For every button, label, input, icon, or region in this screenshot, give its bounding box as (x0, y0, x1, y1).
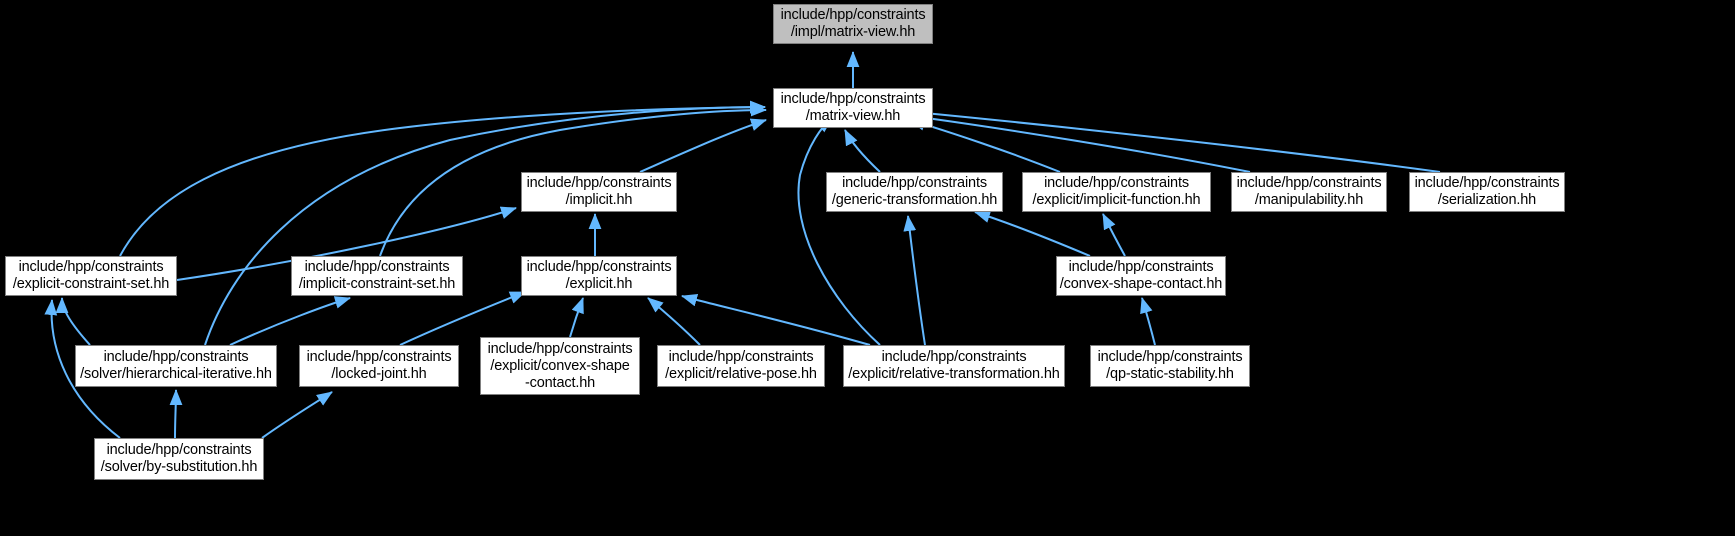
graph-edge-explicit-relative-pose-to-explicit (647, 297, 701, 346)
node-label-line: include/hpp/constraints (1236, 175, 1382, 191)
node-label-line: /solver/hierarchical-iterative.hh (80, 366, 272, 382)
graph-node-generic-transformation[interactable]: include/hpp/constraints/generic-transfor… (826, 172, 1003, 212)
graph-edge-convex-shape-contact-to-generic-transformation (974, 210, 1091, 257)
graph-edge-convex-shape-contact-to-explicit-implicit-function (1102, 213, 1126, 257)
graph-edge-explicit-relative-transformation-to-matrix-view (797, 117, 881, 346)
node-label-line: -contact.hh (524, 374, 596, 391)
graph-node-explicit-relative-transformation[interactable]: include/hpp/constraints/explicit/relativ… (843, 345, 1065, 387)
graph-node-matrix-view[interactable]: include/hpp/constraints/matrix-view.hh (773, 88, 933, 128)
node-label-line: /matrix-view.hh (805, 108, 901, 124)
graph-edge-explicit-relative-transformation-to-explicit (681, 293, 871, 346)
node-label-line: /convex-shape-contact.hh (1059, 276, 1223, 292)
graph-node-manipulability[interactable]: include/hpp/constraints/manipulability.h… (1231, 172, 1387, 212)
node-label-line: /locked-joint.hh (331, 366, 427, 382)
graph-edge-explicit-relative-transformation-to-generic-transformation (903, 215, 926, 346)
node-label-line: /explicit-constraint-set.hh (12, 276, 170, 292)
node-label-line: include/hpp/constraints (526, 175, 672, 191)
graph-node-explicit-convex-shape-contact[interactable]: include/hpp/constraints/explicit/convex-… (480, 337, 640, 395)
graph-edge-explicit-convex-shape-contact-to-explicit (569, 297, 584, 338)
node-label-line: /explicit.hh (565, 276, 633, 292)
graph-node-impl-matrix-view[interactable]: include/hpp/constraints/impl/matrix-view… (773, 4, 933, 44)
graph-edge-solver-by-substitution-to-locked-joint (261, 391, 333, 439)
node-label-line: /implicit-constraint-set.hh (298, 276, 456, 292)
graph-node-explicit[interactable]: include/hpp/constraints/explicit.hh (521, 256, 677, 296)
graph-node-locked-joint[interactable]: include/hpp/constraints/locked-joint.hh (299, 345, 459, 387)
node-label-line: include/hpp/constraints (304, 259, 450, 275)
node-label-line: include/hpp/constraints (306, 349, 452, 365)
graph-edge-qp-static-stability-to-convex-shape-contact (1140, 297, 1156, 346)
node-label-line: include/hpp/constraints (487, 340, 633, 357)
graph-edge-solver-by-substitution-to-solver-hierarchical-iterative (169, 389, 183, 439)
node-label-line: /explicit/relative-pose.hh (665, 366, 817, 382)
node-label-line: /implicit.hh (565, 192, 633, 208)
node-label-line: /explicit/implicit-function.hh (1032, 192, 1201, 208)
node-label-line: /explicit/convex-shape (490, 357, 630, 374)
node-label-line: include/hpp/constraints (103, 349, 249, 365)
graph-edge-generic-transformation-to-matrix-view (844, 129, 881, 173)
node-label-line: /manipulability.hh (1254, 192, 1364, 208)
graph-edge-solver-hierarchical-iterative-to-implicit-constraint-set (229, 296, 351, 346)
node-label-line: /generic-transformation.hh (831, 192, 998, 208)
graph-edge-solver-hierarchical-iterative-to-explicit-constraint-set (55, 297, 91, 346)
graph-node-explicit-implicit-function[interactable]: include/hpp/constraints/explicit/implici… (1022, 172, 1211, 212)
node-label-line: include/hpp/constraints (842, 175, 987, 191)
node-label-line: include/hpp/constraints (106, 442, 252, 458)
graph-node-solver-by-substitution[interactable]: include/hpp/constraints/solver/by-substi… (94, 438, 264, 480)
node-label-line: /qp-static-stability.hh (1106, 366, 1234, 382)
node-label-line: /solver/by-substitution.hh (100, 459, 258, 475)
graph-node-explicit-relative-pose[interactable]: include/hpp/constraints/explicit/relativ… (657, 345, 825, 387)
node-label-line: include/hpp/constraints (780, 7, 926, 23)
node-label-line: include/hpp/constraints (1044, 175, 1189, 191)
graph-node-convex-shape-contact[interactable]: include/hpp/constraints/convex-shape-con… (1056, 256, 1226, 296)
node-label-line: /impl/matrix-view.hh (790, 24, 916, 40)
node-label-line: include/hpp/constraints (780, 91, 926, 107)
node-label-line: include/hpp/constraints (1414, 175, 1560, 191)
graph-node-qp-static-stability[interactable]: include/hpp/constraints/qp-static-stabil… (1090, 345, 1250, 387)
graph-edge-serialization-to-matrix-view (913, 107, 1441, 173)
node-label-line: include/hpp/constraints (18, 259, 164, 275)
graph-node-serialization[interactable]: include/hpp/constraints/serialization.hh (1409, 172, 1565, 212)
graph-edge-implicit-to-matrix-view (639, 118, 767, 173)
graph-node-implicit[interactable]: include/hpp/constraints/implicit.hh (521, 172, 677, 212)
graph-node-explicit-constraint-set[interactable]: include/hpp/constraints/explicit-constra… (5, 256, 177, 296)
node-label-line: include/hpp/constraints (668, 349, 814, 365)
node-label-line: include/hpp/constraints (881, 349, 1027, 365)
graph-edge-solver-hierarchical-iterative-to-matrix-view (204, 100, 766, 346)
graph-node-solver-hierarchical-iterative[interactable]: include/hpp/constraints/solver/hierarchi… (75, 345, 277, 387)
node-label-line: include/hpp/constraints (1097, 349, 1243, 365)
graph-edge-manipulability-to-matrix-view (911, 111, 1251, 173)
node-label-line: include/hpp/constraints (1068, 259, 1214, 275)
node-label-line: /explicit/relative-transformation.hh (848, 366, 1060, 382)
graph-node-implicit-constraint-set[interactable]: include/hpp/constraints/implicit-constra… (291, 256, 463, 296)
node-label-line: /serialization.hh (1437, 192, 1537, 208)
node-label-line: include/hpp/constraints (526, 259, 672, 275)
